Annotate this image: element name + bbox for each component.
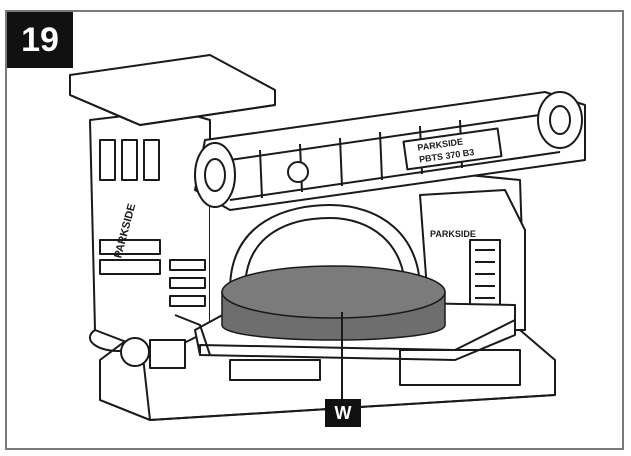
vent-slot [121,139,138,181]
workpiece-cylinder [221,265,446,341]
side-brand-right: PARKSIDE [430,229,476,239]
belt-knob [287,161,309,183]
tilt-knob [120,337,150,367]
nameplate [402,127,503,171]
belt-roller-left [194,142,236,208]
vent-slot [99,139,116,181]
housing-body [89,109,211,356]
belt-roller-right [537,91,583,149]
belt-table [69,54,276,126]
vent-slot [143,139,160,181]
workpiece-label: W [325,399,361,427]
figure-number-badge: 19 [7,12,73,68]
